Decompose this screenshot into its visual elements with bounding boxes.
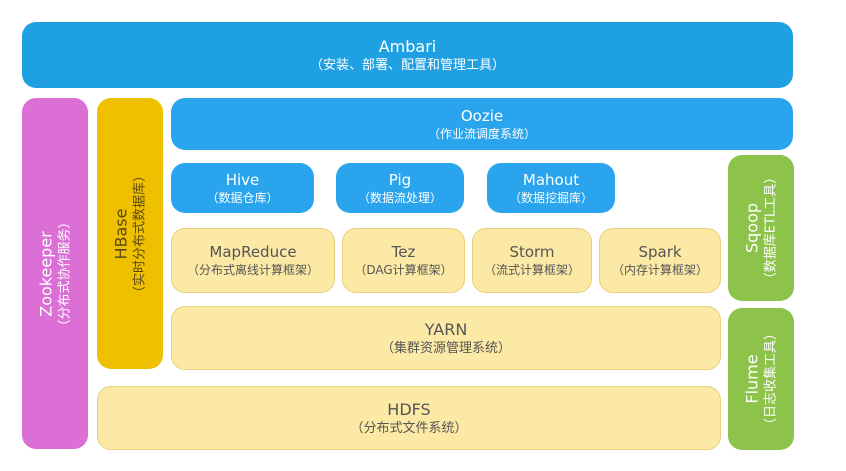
tez-name: Tez (391, 243, 416, 261)
hbase-block: HBase （实时分布式数据库） (97, 98, 163, 369)
oozie-name: Oozie (460, 106, 504, 125)
zookeeper-desc: （分布式协作服务） (57, 214, 73, 333)
sqoop-desc: （数据库ETL工具） (763, 170, 779, 286)
pig-name: Pig (388, 170, 412, 189)
spark-name: Spark (638, 243, 682, 261)
yarn-name: YARN (424, 319, 468, 339)
mapreduce-name: MapReduce (209, 243, 297, 261)
flume-desc: （日志收集工具） (763, 326, 779, 432)
mapreduce-desc: （分布式离线计算框架） (186, 263, 319, 277)
storm-name: Storm (509, 243, 555, 261)
ambari-name: Ambari (378, 36, 437, 56)
yarn-block: YARN （集群资源管理系统） (171, 306, 721, 370)
tez-desc: （DAG计算框架） (354, 263, 453, 277)
oozie-desc: （作业流调度系统） (427, 126, 536, 141)
spark-desc: （内存计算框架） (611, 263, 708, 277)
ambari-desc: （安装、部署、配置和管理工具） (309, 57, 505, 73)
hive-desc: （数据仓库） (206, 190, 279, 205)
hdfs-block: HDFS （分布式文件系统） (97, 386, 721, 450)
storm-desc: （流式计算框架） (483, 263, 580, 277)
hbase-desc: （实时分布式数据库） (132, 168, 148, 299)
sqoop-name: Sqoop (742, 202, 762, 254)
pig-block: Pig （数据流处理） (336, 163, 464, 213)
yarn-desc: （集群资源管理系统） (380, 340, 511, 356)
mahout-desc: （数据挖掘库） (508, 190, 593, 205)
spark-block: Spark （内存计算框架） (599, 228, 721, 293)
flume-name: Flume (742, 354, 762, 404)
mahout-name: Mahout (522, 170, 580, 189)
flume-block: Flume （日志收集工具） (728, 308, 794, 450)
mapreduce-block: MapReduce （分布式离线计算框架） (171, 228, 335, 293)
hbase-name: HBase (111, 208, 131, 260)
hdfs-desc: （分布式文件系统） (350, 420, 468, 436)
zookeeper-name: Zookeeper (36, 230, 56, 317)
sqoop-block: Sqoop （数据库ETL工具） (728, 155, 794, 301)
hdfs-name: HDFS (387, 399, 431, 419)
oozie-block: Oozie （作业流调度系统） (171, 98, 793, 150)
ambari-block: Ambari （安装、部署、配置和管理工具） (22, 22, 793, 88)
mahout-block: Mahout （数据挖掘库） (487, 163, 615, 213)
hive-name: Hive (225, 170, 260, 189)
pig-desc: （数据流处理） (357, 190, 442, 205)
storm-block: Storm （流式计算框架） (472, 228, 592, 293)
hive-block: Hive （数据仓库） (171, 163, 314, 213)
tez-block: Tez （DAG计算框架） (342, 228, 465, 293)
zookeeper-block: Zookeeper （分布式协作服务） (22, 98, 88, 449)
